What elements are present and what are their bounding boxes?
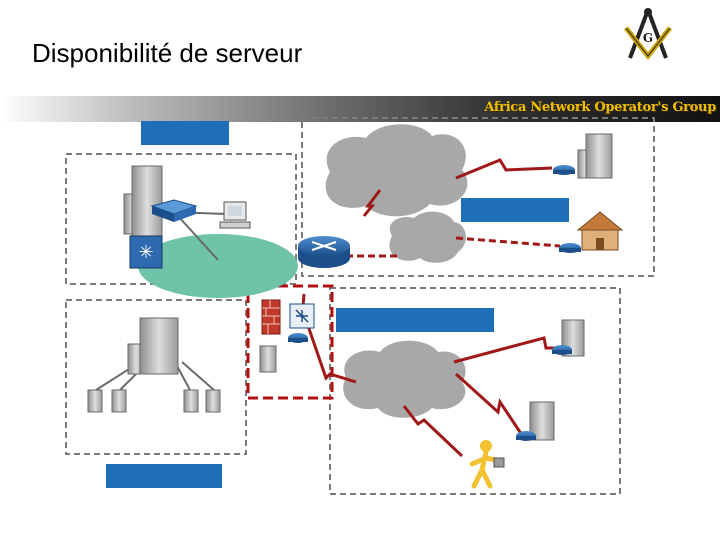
campus-lan [138, 234, 298, 298]
svg-text:✳: ✳ [138, 242, 153, 263]
home-router-icon [559, 243, 581, 253]
workstation-icon [219, 201, 251, 229]
label-box-campus [141, 121, 229, 145]
branch-building-icon [127, 317, 179, 375]
label-box-remote [336, 308, 494, 332]
wan-cloud [325, 124, 468, 217]
slide-title: Disponibilité de serveur [32, 38, 303, 68]
svg-text:G: G [643, 31, 653, 45]
switch-icon [150, 199, 198, 222]
org-name: Africa Network Operator's Group [484, 100, 716, 115]
campus-building-icon [123, 165, 163, 237]
branch-zone [65, 299, 247, 455]
dialup-links [346, 236, 561, 258]
remote-router-2-icon [516, 431, 536, 441]
remote-cloud [343, 340, 466, 418]
mobile-user-icon [469, 440, 505, 489]
masonic-compass-logo: G [624, 8, 672, 61]
home-office-icon [576, 211, 624, 251]
wan-building-icon [577, 133, 613, 179]
multilayer-switch-icon: ✳ [129, 235, 163, 269]
label-box-wan [461, 198, 569, 222]
firewall-icon [261, 299, 281, 335]
server-icon [259, 345, 277, 373]
remote-router-1-icon [552, 345, 572, 355]
remote-zone [329, 287, 621, 495]
dmz-zone [246, 284, 334, 400]
dmz-router-icon [288, 333, 308, 343]
branch-servers [87, 389, 221, 413]
wan-zone [301, 117, 655, 277]
label-box-branch [106, 464, 222, 488]
header-bar [0, 96, 720, 122]
dmz-switch-icon [289, 303, 315, 329]
core-router-icon [298, 236, 350, 268]
isp-cloud [389, 211, 466, 263]
wan-site-router-icon [553, 165, 575, 175]
